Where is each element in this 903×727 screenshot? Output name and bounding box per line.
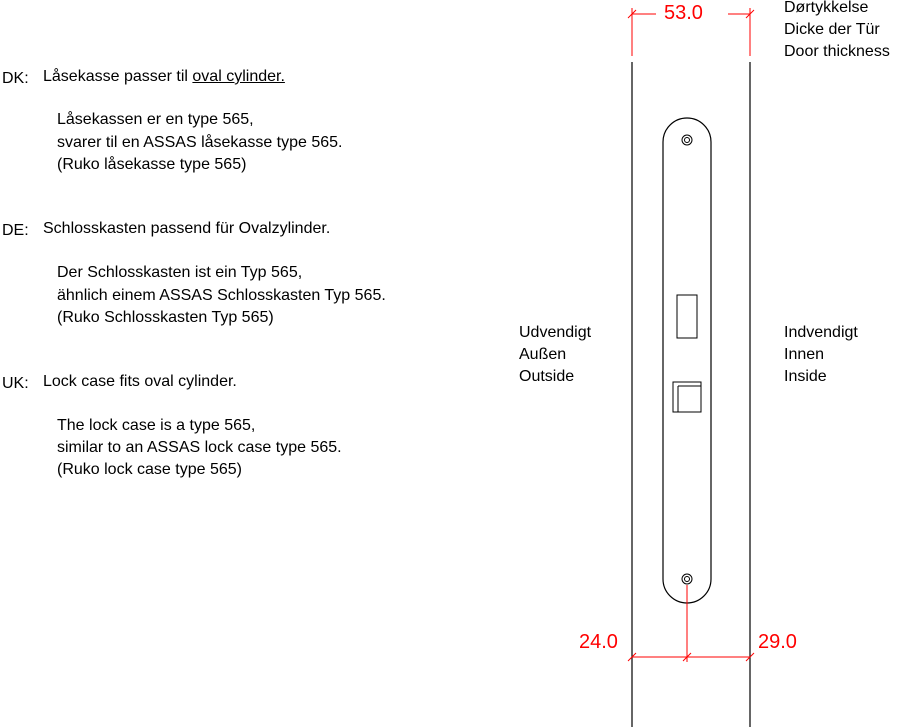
door-thickness-label-dk: Dørtykkelse (784, 0, 869, 16)
screw-hole-top (681, 134, 693, 146)
uk-para-line-1: The lock case is a type 565, (57, 417, 256, 434)
dk-para-line-2: svarer til en ASSAS låsekasse type 565. (57, 134, 343, 151)
latch-opening (672, 381, 702, 413)
inside-label-de: Innen (784, 346, 825, 363)
door-thickness-label-uk: Door thickness (784, 43, 890, 60)
uk-prefix: UK: (2, 375, 29, 392)
dk-heading: Låsekasse passer til oval cylinder. (43, 66, 285, 87)
inside-label-uk: Inside (784, 368, 827, 385)
dk-prefix: DK: (2, 70, 29, 87)
outside-label-de: Außen (519, 346, 567, 363)
dk-heading-text: Låsekasse passer til (43, 68, 193, 85)
uk-heading: Lock case fits oval cylinder. (43, 373, 237, 390)
screw-hole-bottom-inner (684, 576, 690, 582)
uk-para-line-3: (Ruko lock case type 565) (57, 461, 242, 478)
dimension-cylinder-offset (627, 585, 755, 662)
screw-hole-bottom (681, 573, 693, 585)
dk-para-line-1: Låsekassen er en type 565, (57, 111, 254, 128)
inside-label-dk: Indvendigt (784, 324, 858, 341)
outside-label-dk: Udvendigt (519, 324, 592, 341)
dimension-door-thickness (627, 8, 755, 56)
dk-para-line-3: (Ruko låsekasse type 565) (57, 156, 247, 173)
deadbolt-opening (676, 294, 698, 339)
offset-left-value: 24.0 (579, 631, 618, 653)
door-thickness-value: 53.0 (664, 2, 703, 24)
lock-faceplate (662, 117, 712, 604)
de-prefix: DE: (2, 222, 29, 239)
de-para-line-1: Der Schlosskasten ist ein Typ 565, (57, 264, 303, 281)
de-heading: Schlosskasten passend für Ovalzylinder. (43, 220, 331, 237)
de-para-line-3: (Ruko Schlosskasten Typ 565) (57, 309, 274, 326)
offset-right-value: 29.0 (758, 631, 797, 653)
screw-hole-top-inner (684, 137, 690, 143)
dk-heading-underlined: oval cylinder. (192, 68, 285, 85)
uk-para-line-2: similar to an ASSAS lock case type 565. (57, 439, 342, 456)
outside-label-uk: Outside (519, 368, 575, 385)
door-thickness-label-de: Dicke der Tür (784, 21, 880, 38)
de-para-line-2: ähnlich einem ASSAS Schlosskasten Typ 56… (57, 287, 386, 304)
